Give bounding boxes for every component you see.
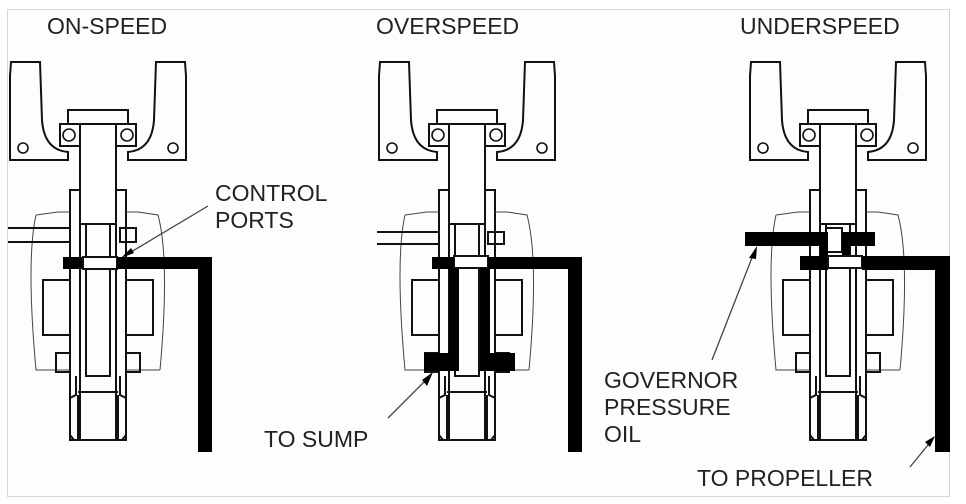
oil-line-to-propeller bbox=[568, 257, 582, 452]
valve-land bbox=[82, 256, 118, 270]
pressure-oil-passage bbox=[745, 232, 875, 246]
arrow-icon bbox=[422, 372, 433, 386]
oil-line-to-propeller bbox=[198, 257, 212, 452]
oil-passage bbox=[63, 257, 83, 269]
panel-title: ON-SPEED bbox=[47, 13, 167, 39]
callout-oil: OIL bbox=[604, 421, 641, 447]
callout-leader bbox=[711, 249, 756, 361]
callout-to-sump: TO SUMP bbox=[264, 426, 368, 452]
valve-land bbox=[825, 227, 843, 253]
callout-to-propeller: TO PROPELLER bbox=[697, 465, 873, 491]
port bbox=[487, 231, 505, 245]
arrow-icon bbox=[925, 436, 935, 447]
panel-overspeed: OVERSPEED TO SUMP bbox=[264, 13, 582, 452]
callout-leader bbox=[387, 375, 431, 419]
valve-land bbox=[453, 255, 489, 269]
oil-line-to-propeller bbox=[935, 256, 950, 452]
panel-underspeed: UNDERSPEED GOVERNOR PRESSURE OIL TO PROP… bbox=[604, 13, 950, 491]
drain-passage bbox=[449, 268, 459, 354]
sump-passage bbox=[424, 353, 459, 371]
sump-passage bbox=[480, 353, 515, 371]
callout-pressure: PRESSURE bbox=[604, 394, 731, 420]
arrow-icon bbox=[749, 246, 757, 259]
drain-passage bbox=[480, 268, 490, 354]
valve-land bbox=[827, 255, 863, 269]
oil-passage bbox=[117, 257, 212, 269]
oil-passage bbox=[862, 256, 950, 270]
arrow-icon bbox=[121, 248, 134, 258]
panel-title: UNDERSPEED bbox=[740, 13, 900, 39]
governor-assembly-on-speed bbox=[9, 61, 187, 441]
port bbox=[119, 227, 137, 243]
pressure-oil-passage bbox=[820, 232, 828, 256]
governor-assembly-overspeed bbox=[378, 61, 556, 441]
callout-governor: GOVERNOR bbox=[604, 367, 738, 393]
callout-leader bbox=[125, 205, 209, 256]
panel-title: OVERSPEED bbox=[376, 13, 519, 39]
oil-passage bbox=[488, 257, 582, 269]
callout-control: CONTROL bbox=[215, 180, 328, 206]
pressure-oil-passage bbox=[842, 232, 850, 256]
oil-passage bbox=[432, 257, 454, 269]
callout-ports: PORTS bbox=[215, 207, 294, 233]
panel-on-speed: ON-SPEED CONTROL PORTS bbox=[8, 13, 328, 452]
oil-passage bbox=[800, 256, 828, 270]
